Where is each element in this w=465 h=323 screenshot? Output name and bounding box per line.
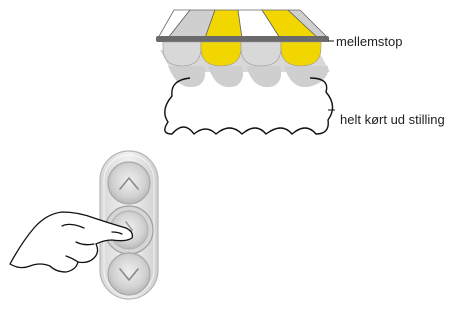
label-fully-extended: helt kørt ud stilling: [340, 112, 445, 127]
up-button[interactable]: [108, 162, 150, 204]
label-intermediate-stop: mellemstop: [336, 34, 402, 49]
down-button[interactable]: [108, 253, 150, 295]
awning-canopy: [158, 10, 328, 38]
awning-intermediate-stop: [156, 10, 330, 87]
awning-front-bar: [156, 36, 329, 42]
